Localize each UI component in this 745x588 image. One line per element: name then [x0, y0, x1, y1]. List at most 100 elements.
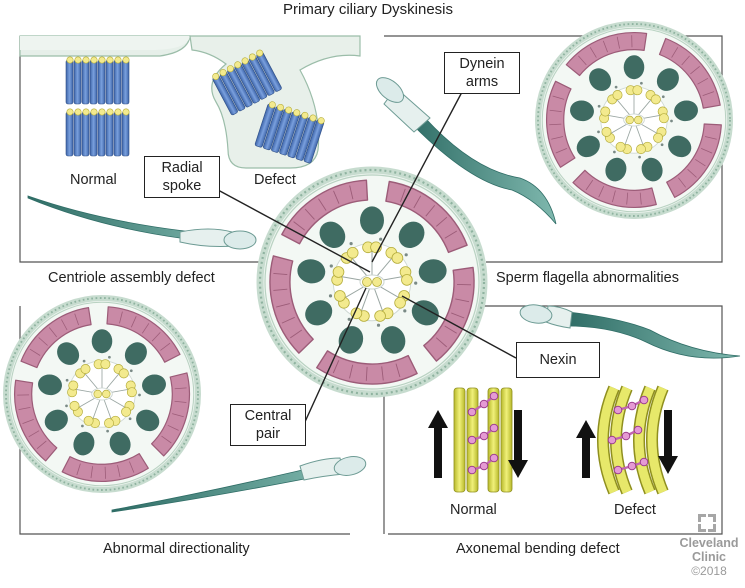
- outer-dense-fiber: [576, 135, 600, 158]
- mitochondrion-crista: [18, 407, 31, 410]
- centriole-dynein-cap: [114, 108, 122, 116]
- mitochondrion-crista: [151, 332, 161, 342]
- mitochondrion-crista: [349, 364, 354, 379]
- nexin-link: [82, 359, 86, 363]
- nexin-link: [106, 429, 109, 433]
- logo-copyright: ©2018: [691, 564, 727, 578]
- sperm-right-middle: [519, 304, 741, 359]
- mitochondrion-crista: [90, 466, 93, 479]
- logo-line-2: Clinic: [691, 550, 727, 564]
- outer-dense-fiber: [124, 342, 147, 365]
- mitochondrion-crista: [455, 298, 470, 303]
- nexin-link: [403, 309, 407, 313]
- mitochondrion-crista: [444, 325, 457, 334]
- bending-normal: [428, 387, 528, 493]
- logo-line-1: Cleveland: [679, 536, 739, 550]
- centriole-dynein-cap: [98, 56, 106, 64]
- mitochondrion-crista: [119, 311, 123, 324]
- dynein-arm: [104, 418, 114, 429]
- centriole-dynein-cap: [74, 56, 82, 64]
- nexin-node: [479, 399, 489, 409]
- mitochondrion-crista: [365, 366, 368, 381]
- nexin-link: [349, 242, 353, 246]
- centriole-dynein-cap: [122, 56, 130, 64]
- panel-frame-top-left: [19, 36, 262, 263]
- mitochondrion-crista: [333, 190, 340, 204]
- membrane-texture: [5, 297, 199, 491]
- directionality-caption: Abnormal directionality: [103, 541, 250, 557]
- dynein-arm: [334, 290, 346, 302]
- nexin-link: [138, 393, 141, 397]
- centriole-microtubule: [97, 59, 106, 105]
- callout-nexin: Nexin: [516, 342, 600, 378]
- outer-dense-fiber: [411, 300, 439, 326]
- nexin-node: [479, 461, 489, 471]
- centriole-dynein-cap: [66, 108, 74, 116]
- central-microtubule: [102, 389, 111, 399]
- axoneme-cross-section-center: [256, 166, 488, 398]
- mitochondrion: [151, 372, 191, 457]
- nexin-node: [627, 461, 637, 471]
- dynein-arm: [391, 252, 404, 264]
- mitochondrion-crista: [160, 342, 171, 351]
- centriole-dynein-cap: [122, 108, 130, 116]
- outer-dense-fiber: [142, 374, 166, 396]
- centriole-dynein-cap: [82, 108, 90, 116]
- outer-dense-fiber: [73, 431, 95, 456]
- arrow-up-normal: [428, 410, 448, 478]
- centriole-microtubule: [105, 111, 114, 157]
- mitochondrion-crista: [22, 419, 34, 424]
- cleveland-clinic-logo: Cleveland Clinic ©2018: [676, 512, 742, 579]
- callout-nexin-text: Nexin: [539, 352, 577, 368]
- centriole-dynein-cap: [226, 65, 234, 73]
- mitochondrion-crista: [281, 316, 295, 324]
- mitochondrion-crista: [273, 288, 288, 291]
- dynein-arm: [68, 380, 79, 391]
- centriole-caption: Centriole assembly defect: [48, 270, 215, 286]
- mitochondrion-crista: [602, 40, 608, 53]
- sperm-top-right: [375, 77, 557, 225]
- bending-caption: Axonemal bending defect: [456, 541, 620, 557]
- callout-dynein-line1: Dynein: [459, 56, 505, 72]
- mitochondrion-crista: [444, 230, 458, 239]
- outer-dense-fiber: [305, 300, 333, 326]
- mitochondrion: [269, 255, 314, 354]
- centriole-dynein-cap: [219, 69, 227, 77]
- central-microtubule: [362, 277, 372, 287]
- centriole-dynein-cap: [241, 57, 249, 65]
- central-microtubule: [93, 389, 102, 399]
- centriole-normal-label: Normal: [70, 172, 117, 188]
- mitochondrion-crista: [174, 400, 187, 403]
- mitochondrion-crista: [130, 316, 137, 328]
- mitochondrion-crista: [36, 440, 47, 449]
- centriole-dynein-cap: [106, 108, 114, 116]
- centriole-dynein-cap: [309, 114, 317, 122]
- nexin-link: [81, 424, 84, 428]
- leader-central: [303, 287, 367, 425]
- mitochondrion-crista: [549, 109, 562, 112]
- nexin-node: [489, 453, 499, 463]
- mitochondrion-crista: [76, 463, 81, 476]
- centriole-microtubule: [97, 111, 106, 157]
- mitochondrion-crista: [435, 337, 447, 348]
- outer-dense-fiber: [57, 342, 80, 365]
- normal-centriole: [65, 56, 130, 157]
- outer-dense-fiber: [570, 100, 594, 122]
- mitochondrion-crista: [38, 337, 48, 346]
- nexin-link: [65, 378, 69, 382]
- bending-normal-label: Normal: [450, 502, 497, 518]
- outer-dense-fiber: [360, 206, 384, 235]
- diagram-title: Primary ciliary Dyskinesis: [283, 1, 454, 18]
- outer-dense-fiber: [674, 100, 698, 122]
- mitochondrion-crista: [28, 430, 40, 438]
- nexin-node: [639, 457, 649, 467]
- membrane-texture: [537, 23, 731, 217]
- mitochondrion: [20, 307, 92, 369]
- outer-dense-fiber: [589, 68, 612, 91]
- mitochondrion-crista: [141, 323, 150, 334]
- mitochondrion-crista: [678, 177, 687, 188]
- mitochondrion-crista: [276, 303, 290, 308]
- nexin-link: [376, 323, 381, 327]
- mitochondrion-crista: [413, 195, 422, 209]
- sperm-bottom-left: [111, 456, 367, 513]
